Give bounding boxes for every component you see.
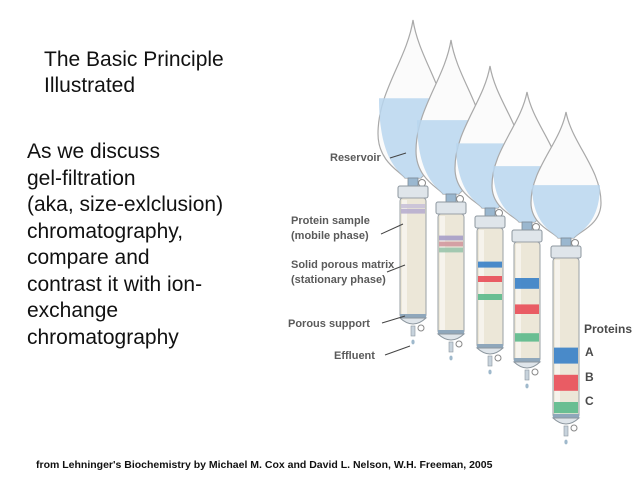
tube-highlight <box>440 216 445 332</box>
protein-band-1 <box>401 204 425 208</box>
column-bottom <box>475 347 505 355</box>
effluent-drop <box>411 339 415 345</box>
body-line-6: contrast it with ion- <box>27 272 203 296</box>
column-bottom <box>512 361 542 369</box>
tube-highlight <box>516 244 521 360</box>
tube-highlight <box>555 260 560 416</box>
porous-support <box>438 330 464 334</box>
body-line-1: As we discuss <box>27 140 161 163</box>
outlet-tip <box>448 341 454 353</box>
protein-band-3 <box>439 247 463 253</box>
protein-band-2 <box>401 208 425 214</box>
stopcock-valve <box>456 195 464 203</box>
reservoir-liquid <box>532 185 600 238</box>
column-bottom <box>398 317 428 325</box>
label-reservoir: Reservoir <box>330 152 381 164</box>
column-series <box>377 19 602 445</box>
title-line-2: Illustrated <box>44 74 136 97</box>
column-bottom <box>436 333 466 341</box>
column-cap <box>435 201 467 215</box>
column-cap <box>511 229 543 243</box>
column-cap <box>474 215 506 229</box>
label-protein-sample-2: (mobile phase) <box>291 230 369 242</box>
tube-highlight <box>479 230 484 346</box>
leader-reservoir <box>389 152 407 159</box>
protein-band-3 <box>554 402 578 414</box>
protein-band-2 <box>478 276 502 282</box>
body-line-4: chromatography, <box>27 219 184 243</box>
protein-band-1 <box>439 235 463 241</box>
outlet-tip <box>410 325 416 337</box>
effluent-drop <box>564 439 568 445</box>
body-line-5: compare and <box>27 246 150 269</box>
body-line-2: gel-filtration <box>27 166 136 190</box>
label-protein-a: A <box>585 345 594 359</box>
label-proteins: Proteins <box>584 322 632 336</box>
leader-matrix <box>386 264 406 273</box>
protein-band-2 <box>515 304 539 314</box>
column-cap <box>397 185 429 199</box>
protein-band-1 <box>554 347 578 364</box>
protein-band-1 <box>478 261 502 268</box>
outlet-valve <box>494 354 502 362</box>
porous-support <box>400 314 426 318</box>
porous-support <box>477 344 503 348</box>
label-protein-b: B <box>585 370 594 384</box>
slide-title: The Basic Principle Illustrated <box>44 47 224 99</box>
outlet-valve <box>455 340 463 348</box>
leader-protein-sample <box>380 223 404 235</box>
slide-body: As we discuss gel-filtration (aka, size-… <box>27 139 223 351</box>
leader-effluent <box>384 345 411 356</box>
label-effluent: Effluent <box>334 350 375 362</box>
porous-support <box>553 414 579 418</box>
source-credit: from Lehninger's Biochemistry by Michael… <box>36 459 493 471</box>
effluent-drop <box>525 383 529 389</box>
column-bottom <box>551 417 581 425</box>
column-5 <box>530 111 602 445</box>
body-line-3: (aka, size-exlclusion) <box>27 193 224 216</box>
protein-band-3 <box>515 333 539 342</box>
outlet-valve <box>531 368 539 376</box>
protein-band-1 <box>515 278 539 289</box>
column-cap <box>550 245 582 259</box>
stopcock-valve <box>418 179 426 187</box>
body-line-8: chromatography <box>27 325 179 349</box>
label-protein-sample-1: Protein sample <box>291 215 370 227</box>
effluent-drop <box>449 355 453 361</box>
stopcock-valve <box>532 223 540 231</box>
porous-support <box>514 358 540 362</box>
protein-band-3 <box>478 294 502 300</box>
outlet-valve <box>417 324 425 332</box>
label-matrix-2: (stationary phase) <box>291 274 386 286</box>
effluent-drop <box>488 369 492 375</box>
outlet-tip <box>563 425 569 437</box>
outlet-tip <box>524 369 530 381</box>
label-porous-support: Porous support <box>288 318 370 330</box>
body-line-7: exchange <box>27 299 119 322</box>
protein-band-2 <box>439 241 463 247</box>
outlet-valve <box>570 424 578 432</box>
stopcock-valve <box>495 209 503 217</box>
protein-band-2 <box>554 374 578 391</box>
label-protein-c: C <box>585 394 594 408</box>
title-line-1: The Basic Principle <box>44 48 224 71</box>
label-matrix-1: Solid porous matrix <box>291 259 395 271</box>
tube-highlight <box>402 200 407 316</box>
stopcock-valve <box>571 239 579 247</box>
outlet-tip <box>487 355 493 367</box>
leader-support <box>381 315 406 324</box>
